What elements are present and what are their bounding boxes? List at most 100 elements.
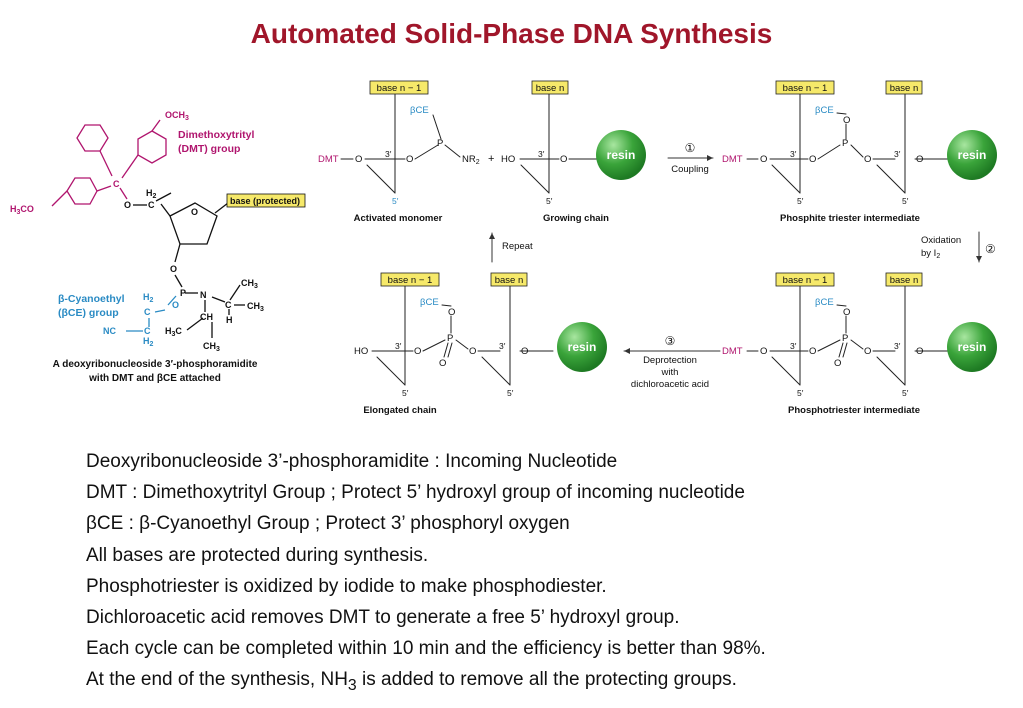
five-prime-label: 5′ <box>507 388 514 398</box>
central-c-label: C <box>113 179 120 189</box>
p-label: P <box>842 138 848 149</box>
o-label: O <box>916 154 923 165</box>
resin-label: resin <box>958 148 987 162</box>
o-label: O <box>448 307 455 318</box>
base-n-label: base n <box>495 275 524 286</box>
o-label: O <box>760 154 767 165</box>
o-label: O <box>355 154 362 165</box>
oxidation-step: Oxidation by I2 ② <box>921 231 996 263</box>
note-line: Phosphotriester is oxidized by iodide to… <box>86 575 607 597</box>
c-label-5prime: C <box>148 200 155 210</box>
o-label: O <box>414 346 421 357</box>
note-line: Each cycle can be completed within 10 mi… <box>86 638 766 660</box>
step-3-number: ③ <box>665 334 676 348</box>
step-2-number: ② <box>985 242 996 256</box>
deprotection-step: ③ Deprotection with dichloroacetic acid <box>623 334 721 390</box>
oxidation-label-line1: Oxidation <box>921 235 961 246</box>
repeat-label: Repeat <box>502 241 533 252</box>
slide-title: Automated Solid-Phase DNA Synthesis <box>250 18 773 49</box>
o-label-3prime: O <box>170 264 177 274</box>
three-prime-label: 3′ <box>395 341 402 351</box>
structure-caption-line2: with DMT and βCE attached <box>88 373 221 384</box>
h2-label: H2 <box>146 188 157 200</box>
oxidation-label-line2: by I2 <box>921 248 940 260</box>
notes-list: Deoxyribonucleoside 3’-phosphoramidite :… <box>86 446 986 701</box>
three-prime-label: 3′ <box>894 149 901 159</box>
p-label: P <box>437 138 443 149</box>
coupling-label: Coupling <box>671 164 709 175</box>
three-prime-label: 3′ <box>385 149 392 159</box>
bce-label: βCE <box>420 297 439 308</box>
step-1-number: ① <box>685 141 696 155</box>
h3c-label: H3C <box>165 326 182 338</box>
c-label-bce-top: C <box>144 307 151 317</box>
o-label: O <box>406 154 413 165</box>
five-prime-label: 5′ <box>902 388 909 398</box>
synthesis-cycle-scheme: base n − 1 βCE DMT O 3′ O P NR2 5′ Activ… <box>318 80 997 416</box>
elongated-chain: base n − 1 base n βCE O HO 3′ O P O O 3′… <box>354 272 607 416</box>
ch3-label-bottom: CH3 <box>203 341 220 353</box>
ring-o-label: O <box>191 207 198 217</box>
o-label-bce: O <box>172 300 179 310</box>
activated-monomer-caption: Activated monomer <box>354 213 443 224</box>
activated-monomer: base n − 1 βCE DMT O 3′ O P NR2 5′ Activ… <box>318 80 480 224</box>
h2-label-bce-top: H2 <box>143 292 154 304</box>
three-prime-label: 3′ <box>894 341 901 351</box>
base-n-minus-1-label: base n − 1 <box>388 275 433 286</box>
base-protected-label: base (protected) <box>230 196 300 206</box>
dmt-label: DMT <box>722 346 743 357</box>
o-label: O <box>809 154 816 165</box>
dmt-label: DMT <box>318 154 339 165</box>
structure-caption-line1: A deoxyribonucleoside 3′-phosphoramidite <box>53 359 258 370</box>
note-line: At the end of the synthesis, NH3 is adde… <box>86 669 737 695</box>
ch3-label-top: CH3 <box>241 278 258 290</box>
note-line: All bases are protected during synthesis… <box>86 544 429 566</box>
resin-label: resin <box>607 148 636 162</box>
c-label-bce-bottom: C <box>144 326 151 336</box>
five-prime-label: 5′ <box>797 196 804 206</box>
base-n-label: base n <box>890 275 919 286</box>
bce-group-label-line1: β-Cyanoethyl <box>58 293 125 305</box>
deprotection-label-line3: dichloroacetic acid <box>631 379 709 390</box>
base-n-minus-1-label: base n − 1 <box>377 83 422 94</box>
five-prime-label: 5′ <box>402 388 409 398</box>
h2-label-bce-bottom: H2 <box>143 336 154 348</box>
dmt-label: DMT <box>722 154 743 165</box>
phosphoramidite-structure: OCH3 Dimethoxytrityl (DMT) group H3CO C … <box>10 110 306 384</box>
base-n-label: base n <box>536 83 565 94</box>
base-n-minus-1-label: base n − 1 <box>783 83 828 94</box>
bce-label: βCE <box>410 105 429 116</box>
o-label: O <box>916 346 923 357</box>
phosphotriester-caption: Phosphotriester intermediate <box>788 405 920 416</box>
n-label: N <box>200 290 207 300</box>
ho-label: HO <box>354 346 368 357</box>
ho-label: HO <box>501 154 515 165</box>
ch-label: CH <box>200 312 213 322</box>
resin-bead <box>557 322 607 372</box>
o-label: O <box>760 346 767 357</box>
h3co-label: H3CO <box>10 204 34 216</box>
resin-bead <box>947 322 997 372</box>
o-label: O <box>864 154 871 165</box>
o-label: O <box>843 307 850 318</box>
p-label: P <box>842 333 848 344</box>
p-label: P <box>447 333 453 344</box>
repeat-step: Repeat <box>489 232 533 263</box>
resin-bead <box>947 130 997 180</box>
h-label: H <box>226 315 233 325</box>
phosphite-triester-intermediate: base n − 1 base n βCE O DMT O 3′ O P O 3… <box>722 80 997 224</box>
five-prime-label: 5′ <box>392 196 399 206</box>
base-n-minus-1-label: base n − 1 <box>783 275 828 286</box>
o-label: O <box>864 346 871 357</box>
ch3-label-right: CH3 <box>247 301 264 313</box>
note-line: βCE : β-Cyanoethyl Group ; Protect 3’ ph… <box>86 513 570 535</box>
plus-sign: + <box>488 153 494 165</box>
o-label: O <box>809 346 816 357</box>
five-prime-label: 5′ <box>546 196 553 206</box>
note-line: Deoxyribonucleoside 3’-phosphoramidite :… <box>86 451 618 472</box>
phosphotriester-intermediate: base n − 1 base n βCE O DMT O 3′ O P O O… <box>722 272 997 416</box>
bce-label: βCE <box>815 297 834 308</box>
bce-group-label-line2: (βCE) group <box>58 307 119 319</box>
resin-label: resin <box>958 340 987 354</box>
five-prime-label: 5′ <box>797 388 804 398</box>
